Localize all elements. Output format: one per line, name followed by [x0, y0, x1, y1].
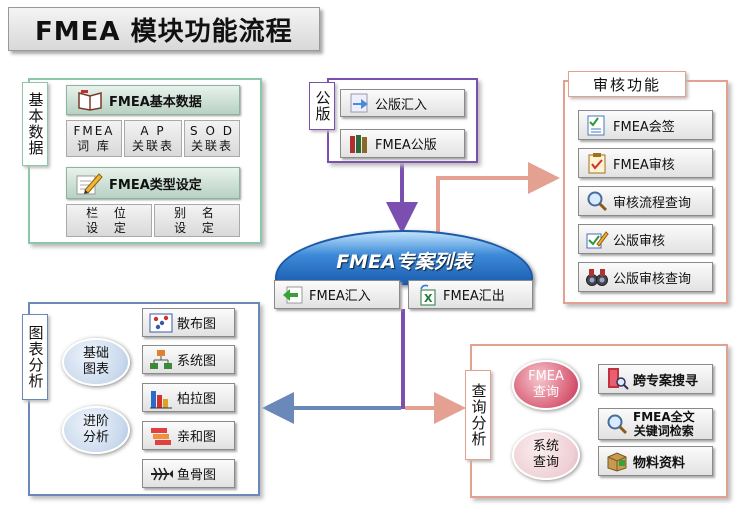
advanced-analysis-line1: 进阶	[82, 414, 109, 429]
affinity-chart-label: 亲和图	[177, 430, 217, 445]
hierarchy-icon	[149, 349, 173, 371]
scatter-icon	[149, 312, 173, 334]
system-chart-button[interactable]: 系统图	[142, 345, 235, 374]
advanced-analysis-line2: 分析	[82, 430, 109, 445]
books-icon	[347, 133, 371, 155]
import-arrow-icon	[347, 92, 371, 114]
fmea-lexicon-line1: FMEA	[73, 123, 115, 138]
fmea-query-line2: 查询	[532, 385, 559, 400]
system-query-circle[interactable]: 系统查询	[512, 430, 580, 480]
column-setting-line1: 栏 位	[86, 205, 132, 220]
page-title: FMEA 模块功能流程	[8, 7, 320, 51]
stacked-cards-icon	[149, 425, 173, 447]
fmea-type-setting-label: FMEA类型设定	[109, 177, 202, 193]
fishbone-chart-label: 鱼骨图	[177, 468, 217, 483]
basic-data-label: 基本数据	[22, 82, 48, 166]
template-review-query-button[interactable]: 公版审核查询	[578, 262, 713, 292]
sod-relation-line2: 关联表	[190, 138, 233, 153]
fmea-export-label: FMEA汇出	[443, 289, 505, 304]
magnifier-icon	[585, 190, 609, 212]
review-flow-query-button[interactable]: 审核流程查询	[578, 186, 713, 216]
pareto-chart-label: 柏拉图	[177, 392, 217, 407]
fulltext-search-button[interactable]: FMEA全文关键词检索	[598, 408, 713, 440]
import-left-arrow-icon	[281, 284, 305, 306]
template-review-label: 公版审核	[613, 233, 666, 249]
fmea-import-button[interactable]: FMEA汇入	[274, 280, 400, 309]
search-icon	[605, 413, 629, 435]
fulltext-search-line2: 关键词检索	[633, 424, 694, 438]
alias-setting-line2: 设 定	[174, 220, 220, 235]
affinity-chart-button[interactable]: 亲和图	[142, 421, 235, 450]
fishbone-chart-button[interactable]: 鱼骨图	[142, 459, 235, 488]
system-query-line2: 查询	[532, 455, 559, 470]
fmea-export-button[interactable]: X FMEA汇出	[408, 280, 533, 309]
fmea-lexicon-line2: 词 库	[77, 138, 111, 153]
fmea-template-button[interactable]: FMEA公版	[340, 129, 465, 158]
template-review-query-label: 公版审核查询	[613, 271, 692, 287]
fmea-import-label: FMEA汇入	[309, 289, 371, 304]
fmea-basic-data-label: FMEA基本数据	[109, 94, 202, 110]
book-icon	[77, 89, 103, 111]
bar-chart-icon	[149, 387, 173, 409]
fmea-countersign-button[interactable]: FMEA会签	[578, 110, 713, 140]
material-data-label: 物料资料	[633, 455, 686, 471]
material-data-button[interactable]: 物料资料	[598, 446, 713, 476]
pencil-icon	[75, 170, 103, 196]
fulltext-search-line1: FMEA全文	[633, 410, 695, 424]
basic-chart-line2: 图表	[82, 362, 109, 377]
scatter-chart-button[interactable]: 散布图	[142, 308, 235, 337]
sod-relation-line1: S O D	[190, 123, 234, 138]
binoculars-icon	[585, 266, 609, 288]
chart-analysis-label: 图表分析	[22, 314, 48, 400]
package-icon	[605, 450, 629, 472]
template-review-button[interactable]: 公版审核	[578, 224, 713, 254]
ap-relation-line1: A P	[140, 123, 166, 138]
cross-project-search-button[interactable]: 跨专案搜寻	[598, 364, 713, 394]
basic-chart-circle[interactable]: 基础图表	[62, 338, 130, 386]
clipboard-check-icon	[585, 152, 609, 174]
svg-text:X: X	[424, 292, 433, 305]
checklist-icon	[585, 114, 609, 136]
alias-setting-button[interactable]: 别 名设 定	[154, 204, 240, 237]
fishbone-icon	[149, 463, 173, 485]
ap-relation-line2: 关联表	[131, 138, 174, 153]
alias-setting-line1: 别 名	[174, 205, 220, 220]
fmea-countersign-label: FMEA会签	[613, 119, 675, 135]
column-setting-line2: 设 定	[86, 220, 132, 235]
fmea-review-label: FMEA审核	[613, 157, 675, 173]
arrow-list-to-audit	[436, 162, 560, 240]
template-label: 公版	[309, 82, 335, 130]
fmea-type-setting-button[interactable]: FMEA类型设定	[66, 167, 240, 199]
template-import-label: 公版汇入	[375, 97, 428, 113]
fmea-review-button[interactable]: FMEA审核	[578, 148, 713, 178]
fmea-basic-data-button[interactable]: FMEA基本数据	[66, 85, 240, 115]
book-search-icon	[605, 368, 629, 390]
excel-export-icon: X	[415, 284, 439, 306]
cross-project-search-label: 跨专案搜寻	[633, 373, 699, 389]
pareto-chart-button[interactable]: 柏拉图	[142, 383, 235, 412]
query-analysis-label: 查询分析	[465, 370, 491, 460]
system-chart-label: 系统图	[177, 354, 217, 369]
checkbox-pencil-icon	[585, 228, 609, 250]
review-flow-query-label: 审核流程查询	[613, 195, 692, 211]
audit-label: 审核功能	[568, 71, 686, 97]
advanced-analysis-circle[interactable]: 进阶分析	[62, 406, 130, 454]
template-import-button[interactable]: 公版汇入	[340, 89, 465, 117]
basic-chart-line1: 基础	[82, 346, 109, 361]
fmea-template-label: FMEA公版	[375, 138, 437, 153]
fmea-query-line1: FMEA	[528, 369, 564, 384]
column-setting-button[interactable]: 栏 位设 定	[66, 204, 152, 237]
system-query-line1: 系统	[532, 439, 559, 454]
scatter-chart-label: 散布图	[177, 317, 217, 332]
